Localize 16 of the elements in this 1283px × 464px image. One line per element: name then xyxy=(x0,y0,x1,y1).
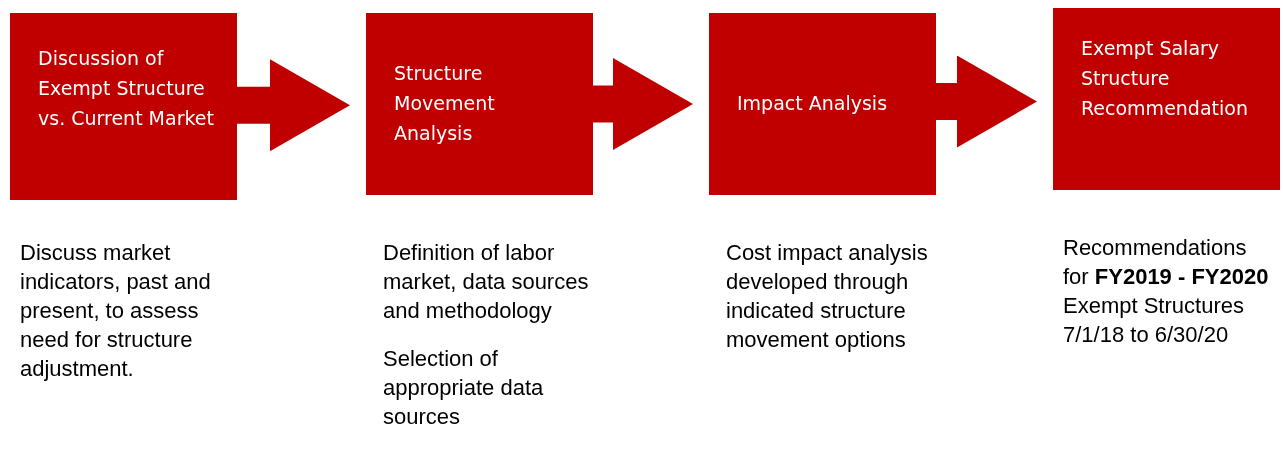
block-arrow xyxy=(237,59,350,152)
box-label: Impact Analysis xyxy=(737,91,888,116)
description-text: Definition of labor market, data sources and methodology xyxy=(383,239,590,325)
process-box xyxy=(709,13,936,195)
box-label: Exempt Salary Structure Recommendation xyxy=(1081,36,1249,121)
process-box xyxy=(10,13,237,200)
description-text: Discuss market indicators, past and present, to assess need for structure adjustment. xyxy=(20,239,212,383)
process-box xyxy=(366,13,593,195)
description-text: Cost impact analysis developed through indicated structure movement options xyxy=(726,239,929,354)
box-label: Discussion of Exempt Structure vs. Current Market xyxy=(38,46,215,131)
description-text: Recommendations for FY2019 - FY2020 Exempt Structures 7/1/18 to 6/30/20 xyxy=(1063,234,1270,349)
block-arrow xyxy=(936,55,1037,148)
description-text: Selection of appropriate data sources xyxy=(383,345,545,431)
box-label: Structure Movement Analysis xyxy=(394,61,496,146)
block-arrow xyxy=(593,58,693,150)
process-box xyxy=(1053,8,1280,190)
